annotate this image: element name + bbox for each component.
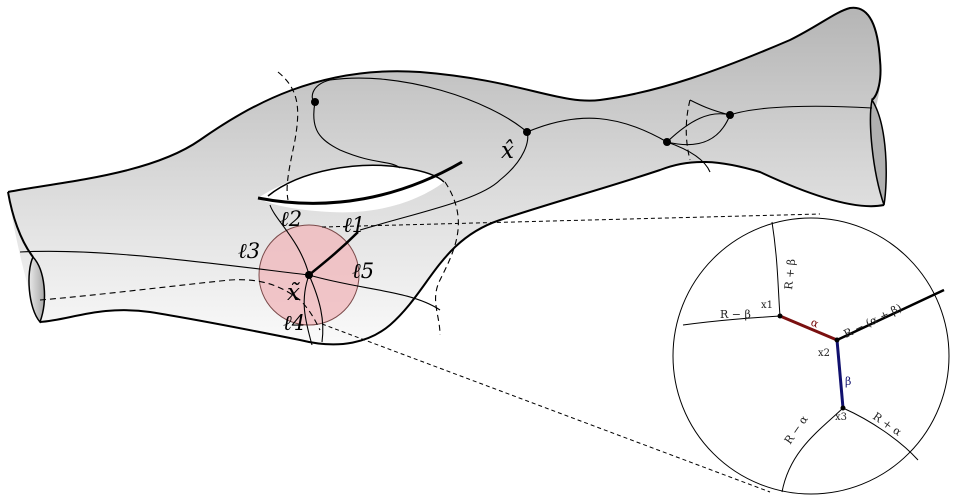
- zoom-label-r-minus-beta: R − β: [720, 308, 751, 321]
- handle-hole-bottom-edge: [257, 160, 463, 205]
- surface-curves: [19, 77, 873, 346]
- beta-edge: [835, 339, 845, 409]
- marked-points: [305, 98, 734, 279]
- zoom-label-x3: x3: [835, 412, 847, 423]
- surface-body: [8, 7, 886, 345]
- label-x-hat: x̂: [501, 138, 514, 164]
- zoom-vertices: [777, 313, 846, 411]
- label-x-tilde: x̃: [287, 280, 301, 306]
- label-l5: ℓ5: [352, 259, 374, 283]
- zoom-label-x2: x2: [818, 348, 830, 359]
- zoom-label-r-plus-beta: R + β: [782, 258, 798, 290]
- zoom-label-x1: x1: [761, 300, 773, 311]
- zoom-guide-top: [321, 213, 821, 228]
- label-l1: ℓ1: [343, 213, 365, 237]
- label-l4: ℓ4: [283, 311, 305, 335]
- zoom-guide-bottom: [321, 323, 771, 493]
- thick-geodesic: [308, 231, 359, 276]
- label-l2: ℓ2: [280, 207, 302, 231]
- alpha-edge: [779, 314, 838, 342]
- zoom-label-beta: β: [845, 375, 851, 388]
- surface-top-edge: [7, 6, 882, 193]
- zoom-edges: [682, 221, 945, 493]
- surface-bottom-edge: [39, 160, 885, 346]
- hidden-curves: [39, 71, 691, 336]
- label-l3: ℓ3: [238, 239, 260, 263]
- zoom-circle: [672, 217, 950, 495]
